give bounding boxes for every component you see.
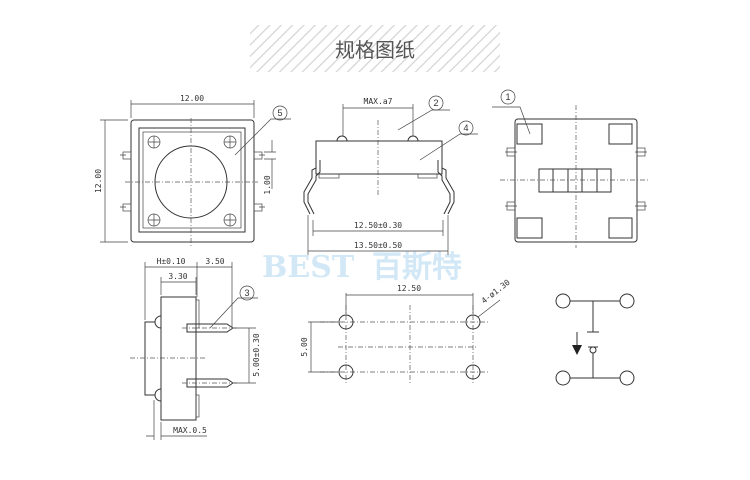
- mounting-hole: [338, 364, 354, 380]
- title-banner: 规格图纸: [250, 25, 500, 72]
- balloon-4: 4: [463, 123, 468, 133]
- pin-length-dim: 3.50: [205, 257, 224, 266]
- balloon-circle: [272, 105, 288, 121]
- balloon-3: 3: [244, 288, 249, 298]
- switch-body-side: [315, 140, 443, 175]
- mounting-hole: [465, 364, 481, 380]
- side-view: H±0.10 3.50 3.30 5.00±0.30 MAX.0.5 3: [130, 257, 261, 440]
- y-pitch-dim: 5.00: [300, 337, 309, 356]
- hole-spec: 4-ø1.30: [480, 278, 512, 306]
- watermark-brand: BEST: [262, 250, 355, 285]
- balloon-2: 2: [433, 98, 438, 108]
- terminal-pins: [186, 323, 234, 388]
- switch-schematic: [555, 293, 635, 386]
- terminal-icon: [619, 293, 635, 309]
- front-view: MAX.a7 12.50±0.30 13.50±0.50 2 4: [303, 95, 478, 255]
- pin-pitch-dim: 5.00±0.30: [252, 333, 261, 377]
- mounting-hole: [465, 314, 481, 330]
- terminal-icon: [555, 293, 571, 309]
- top-height-dim: 12.00: [94, 169, 103, 193]
- press-arrow-icon: [572, 345, 582, 355]
- max-top-dim: MAX.a7: [364, 97, 393, 106]
- bottom-view: 1: [492, 89, 650, 248]
- terminal-icon: [619, 370, 635, 386]
- top-view: 12.00 12.00 1.00 5: [94, 94, 291, 246]
- max-dim: MAX.0.5: [173, 426, 207, 435]
- watermark: BEST 百斯特: [262, 250, 462, 285]
- body-depth-dim: 3.30: [168, 272, 187, 281]
- terminal-icon: [555, 370, 571, 386]
- watermark-brand-cn: 百斯特: [372, 250, 462, 285]
- balloon-1: 1: [505, 92, 510, 102]
- x-pitch-dim: 12.50: [397, 284, 421, 293]
- balloon-5: 5: [277, 108, 282, 118]
- inner-span-dim: 12.50±0.30: [354, 221, 402, 230]
- height-dim: H±0.10: [157, 257, 186, 266]
- banner-title: 规格图纸: [335, 38, 415, 62]
- pcb-layout: 12.50 5.00 4-ø1.30: [300, 278, 512, 385]
- switch-body-outline: [130, 119, 255, 243]
- top-width-dim: 12.00: [180, 94, 204, 103]
- pin-dim: 1.00: [263, 175, 272, 194]
- outer-span-dim: 13.50±0.50: [354, 241, 402, 250]
- hatch-background: [250, 25, 500, 72]
- mounting-hole: [338, 314, 354, 330]
